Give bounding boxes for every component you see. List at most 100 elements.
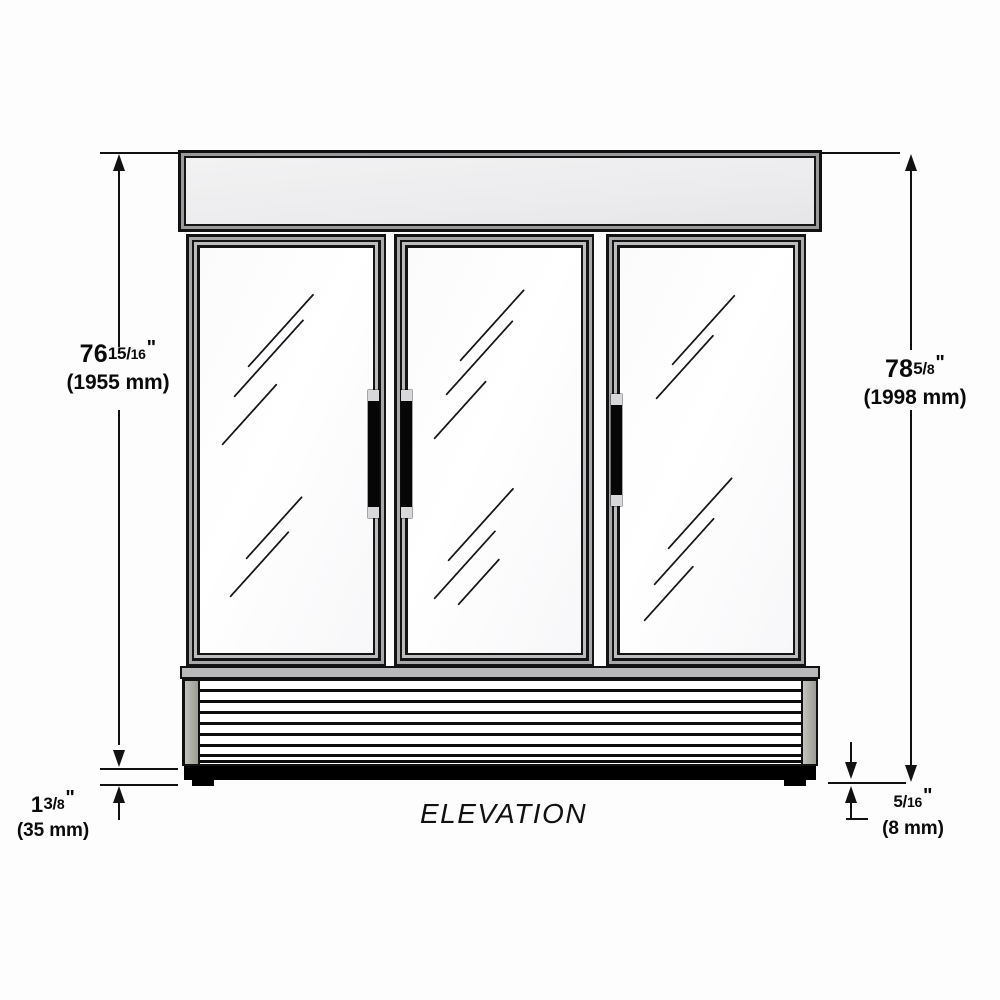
right-glass-door[interactable] (606, 234, 806, 666)
leveling-foot-right (784, 780, 806, 786)
center-door-frame-outer (396, 236, 592, 664)
canopy-face (184, 156, 816, 226)
left-dim-arrow-top (113, 154, 125, 171)
louver-line (199, 759, 801, 763)
leveling-foot-left (192, 780, 214, 786)
right-dimension-metric: (1998 mm) (863, 385, 967, 409)
right-dim-arrow-top (905, 154, 917, 171)
right-door-handle[interactable] (611, 394, 622, 506)
left-dim-inch-mark: " (146, 337, 157, 359)
left-dim-line-lower (118, 410, 120, 745)
glass-reflection-line (670, 293, 736, 366)
right-door-frame-inner (617, 245, 795, 655)
bottom-right-dim-arrow-upper (845, 762, 857, 779)
left-glass-door[interactable] (186, 234, 386, 666)
bottom-left-dim-arrow (113, 786, 125, 803)
glass-reflection-line (228, 530, 290, 598)
right-dim-whole: 78 (885, 355, 914, 383)
left-door-frame-inner-band (194, 242, 378, 658)
left-door-frame-inner (197, 245, 375, 655)
right-dimension-text: 785/8" (1998 mm) (825, 352, 1000, 410)
louvered-base-grille (182, 678, 818, 766)
bottom-right-dimension-imperial: 5/16" (858, 785, 968, 817)
left-dim-extension-top (100, 152, 178, 154)
louver-line (199, 732, 801, 736)
handle-cap-top (368, 390, 379, 401)
handle-cap-bottom (611, 495, 622, 506)
right-door-frame-outer (608, 236, 804, 664)
left-door-frame-mid (191, 239, 381, 661)
center-glass-door[interactable] (394, 234, 594, 666)
base-right-post (800, 680, 816, 764)
handle-cap-bottom (401, 507, 412, 518)
door-bottom-rail (180, 666, 820, 679)
base-plinth (184, 766, 816, 780)
bottom-left-dimension-metric: (35 mm) (16, 819, 90, 841)
base-left-post (184, 680, 200, 764)
handle-cap-top (401, 390, 412, 401)
left-dim-line-upper (118, 162, 120, 347)
louver-line (199, 753, 801, 757)
bottom-left-dimension-text: 13/8" (35 mm) (0, 787, 108, 842)
left-door-frame-outer (188, 236, 384, 664)
bottom-right-dimension-text: 5/16" (8 mm) (858, 785, 968, 840)
center-door-frame-inner (405, 245, 583, 655)
bl-dim-inch-mark: " (65, 787, 76, 809)
left-door-handle[interactable] (368, 390, 379, 518)
glass-reflection-line (446, 487, 514, 562)
bl-dim-fraction: 3/8 (43, 794, 65, 813)
left-door-glass (199, 247, 373, 653)
bottom-left-dim-line (118, 800, 120, 820)
bottom-right-dim-line-upper (850, 742, 852, 764)
louver-line (199, 688, 801, 692)
canopy-mid-band (181, 153, 819, 229)
handle-cap-top (611, 394, 622, 405)
left-dim-extension-bottom-upper (100, 768, 178, 770)
louver-line (199, 743, 801, 747)
center-door-handle[interactable] (401, 390, 412, 518)
louver-line (199, 721, 801, 725)
glass-reflection-line (232, 318, 304, 398)
right-dim-extension-top (822, 152, 900, 154)
right-dim-line-upper (910, 160, 912, 350)
louver-line (199, 710, 801, 714)
left-dim-extension-bottom-lower (100, 784, 178, 786)
left-dim-whole: 76 (79, 340, 108, 368)
louver-line (199, 699, 801, 703)
door-bottom-rail-face (182, 668, 818, 677)
base-inner (184, 680, 816, 764)
glass-reflection-line (444, 319, 514, 396)
base-frame (182, 678, 818, 766)
glass-reflection-line (654, 333, 714, 400)
glass-reflection-line (666, 476, 733, 550)
right-door-frame-mid (611, 239, 801, 661)
refrigerator-cabinet (178, 150, 822, 786)
bl-dim-whole: 1 (30, 792, 44, 817)
handle-cap-bottom (368, 507, 379, 518)
glass-reflection-line (458, 288, 525, 362)
glass-reflection-line (432, 379, 487, 440)
center-door-frame-mid (399, 239, 589, 661)
right-dim-inch-mark: " (935, 352, 945, 374)
center-door-frame-inner-band (402, 242, 586, 658)
left-dimension-text: 7615/16" (1955 mm) (28, 337, 208, 395)
left-dim-arrow-bottom (113, 750, 125, 767)
right-dim-line-lower (910, 410, 912, 765)
right-door-glass (619, 247, 793, 653)
right-dim-arrow-bottom (905, 765, 917, 782)
br-dim-inch-mark: " (922, 785, 933, 807)
bottom-right-dimension-metric: (8 mm) (882, 817, 944, 839)
bottom-right-dim-line-lower (850, 800, 852, 818)
glass-reflection-line (246, 293, 314, 368)
right-dim-fraction: 5/8 (913, 359, 935, 378)
left-dimension-imperial: 7615/16" (28, 337, 208, 370)
drawing-title: ELEVATION (420, 798, 588, 829)
left-dim-fraction: 15/16 (107, 344, 146, 363)
right-door-frame-inner-band (614, 242, 798, 658)
bottom-right-dim-tick (846, 818, 868, 820)
br-dim-fraction: 5/16 (893, 792, 922, 811)
right-dim-extension-bottom (828, 782, 906, 784)
glass-reflection-line (220, 382, 278, 446)
canopy-sign-panel (178, 150, 822, 232)
